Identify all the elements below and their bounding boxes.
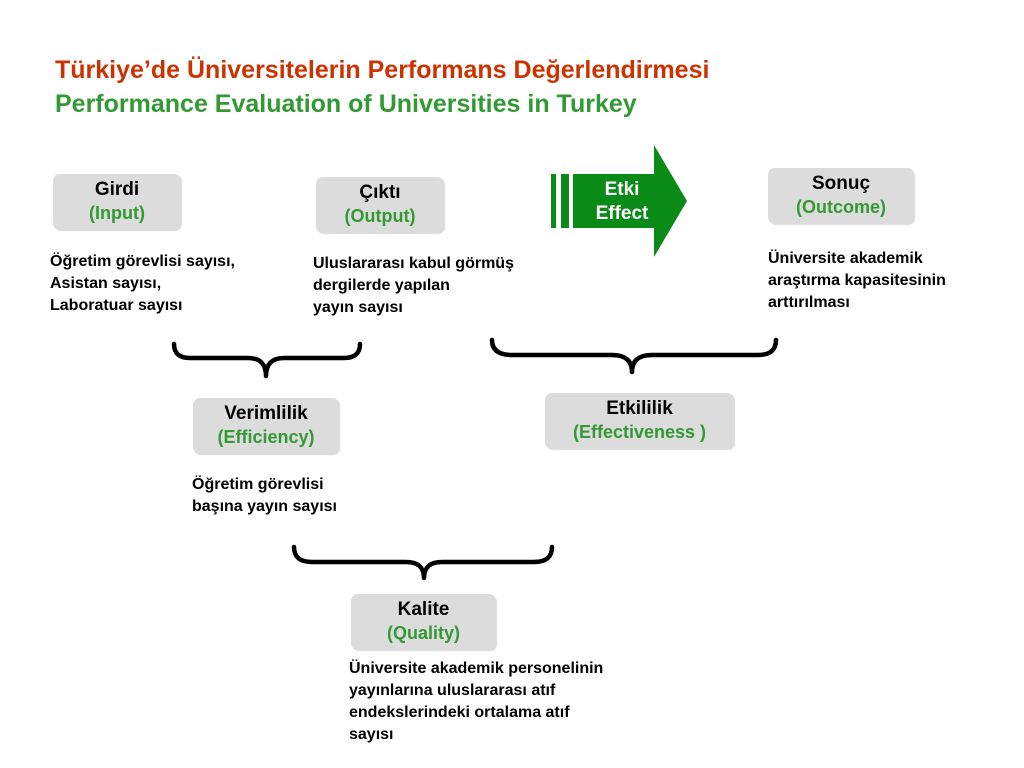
efficiency-label-english: (Efficiency) <box>217 427 315 447</box>
input-description-line: Asistan sayısı, <box>50 275 162 292</box>
efficiency-label: Verimlilik <box>224 403 308 424</box>
efficiency-description-line: başına yayın sayısı <box>192 498 337 515</box>
efficiency-box: Verimlilik (Efficiency) <box>193 398 339 454</box>
outcome-label-english: (Outcome) <box>796 197 886 217</box>
title-turkish: Türkiye’de Üniversitelerin Performans De… <box>55 56 710 84</box>
efficiency-description-line: Öğretim görevlisi <box>192 476 324 493</box>
brace-efficiency-effectiveness <box>291 544 555 581</box>
brace-output-outcome <box>489 337 779 375</box>
effect-label: Etki Effect <box>578 178 666 226</box>
quality-description-line: endekslerindeki ortalama atıf <box>349 704 570 721</box>
effect-arrow-icon <box>551 145 687 257</box>
brace-input-output <box>171 341 363 379</box>
output-description-line: Uluslararası kabul görmüş <box>313 255 514 272</box>
quality-label-english: (Quality) <box>386 623 460 643</box>
input-description-line: Laboratuar sayısı <box>50 297 183 314</box>
outcome-description-line: Üniversite akademik <box>768 250 923 267</box>
effectiveness-label-english: (Effectiveness ) <box>572 422 707 442</box>
effect-label-english: Effect <box>595 203 649 224</box>
outcome-description: Üniversite akademik araştırma kapasitesi… <box>768 248 946 314</box>
output-label: Çıktı <box>359 182 401 203</box>
input-description: Öğretim görevlisi sayısı, Asistan sayısı… <box>50 251 235 317</box>
quality-label: Kalite <box>397 599 450 620</box>
input-label-english: (Input) <box>89 203 145 223</box>
quality-description-line: Üniversite akademik personelinin <box>349 660 604 677</box>
quality-description-line: yayınlarına uluslararası atıf <box>349 682 556 699</box>
input-box: Girdi (Input) <box>53 174 181 230</box>
title-english: Performance Evaluation of Universities i… <box>55 90 637 118</box>
quality-description: Üniversite akademik personelinin yayınla… <box>349 658 603 746</box>
input-label: Girdi <box>94 179 140 200</box>
quality-description-line: sayısı <box>349 726 394 743</box>
output-box: Çıktı (Output) <box>316 177 444 233</box>
outcome-description-line: arttırılması <box>768 294 850 311</box>
outcome-label: Sonuç <box>811 173 871 194</box>
output-description-line: yayın sayısı <box>313 299 403 316</box>
outcome-box: Sonuç (Outcome) <box>768 168 914 224</box>
output-description: Uluslararası kabul görmüş dergilerde yap… <box>313 253 514 319</box>
output-description-line: dergilerde yapılan <box>313 277 450 294</box>
effectiveness-box: Etkililik (Effectiveness ) <box>545 393 734 449</box>
input-description-line: Öğretim görevlisi sayısı, <box>50 253 235 270</box>
efficiency-description: Öğretim görevlisi başına yayın sayısı <box>192 474 337 518</box>
effect-label-turkish: Etki <box>604 179 640 200</box>
outcome-description-line: araştırma kapasitesinin <box>768 272 946 289</box>
effectiveness-label: Etkililik <box>606 398 673 419</box>
quality-box: Kalite (Quality) <box>351 594 496 650</box>
output-label-english: (Output) <box>344 206 416 226</box>
